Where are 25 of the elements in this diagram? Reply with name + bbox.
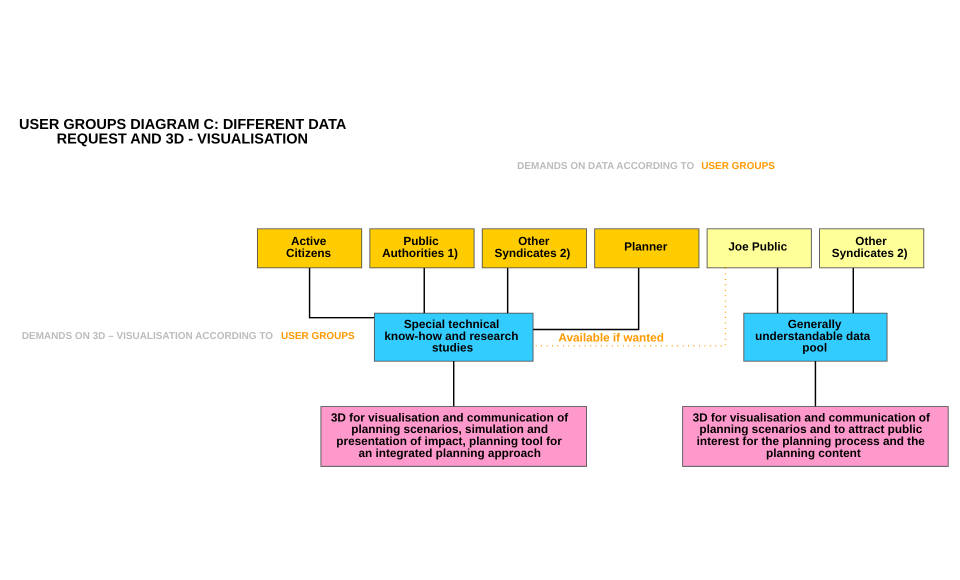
connector xyxy=(814,360,816,406)
label: USER GROUPS xyxy=(701,160,775,172)
connector xyxy=(776,268,778,313)
node-box: Joe Public xyxy=(706,228,812,268)
node-box: Planner xyxy=(594,228,700,268)
connector xyxy=(452,360,454,406)
node-box: Other Syndicates 2) xyxy=(819,228,924,268)
connector xyxy=(533,268,726,346)
connector xyxy=(506,268,508,313)
connector xyxy=(424,268,425,313)
connector xyxy=(852,268,854,313)
diagram-title: USER GROUPS DIAGRAM C: DIFFERENT DATA REQUEST AND 3D - VISUALISATION xyxy=(19,116,346,147)
node-box: Active Citizens xyxy=(256,228,362,268)
node-box: Special technical know-how and research studies xyxy=(374,312,534,362)
connector xyxy=(308,268,374,318)
label: DEMANDS ON DATA ACCORDING TO xyxy=(517,160,694,172)
node-box: Generally understandable data pool xyxy=(743,312,888,362)
node-box: 3D for visualisation and communication of planning scenarios, simulation and presentation of impact, planning tool for an integrated planning approach xyxy=(320,406,587,466)
node-box: 3D for visualisation and communication of planning scenarios and to attract public interest for the planning process and the planning content xyxy=(682,406,949,466)
label: DEMANDS ON 3D – VISUALISATION ACCORDING TO xyxy=(22,330,274,342)
node-box: Other Syndicates 2) xyxy=(482,228,587,268)
node-box: Public Authorities 1) xyxy=(369,228,475,268)
label: USER GROUPS xyxy=(281,330,355,342)
connector xyxy=(533,268,640,330)
edge-label: Available if wanted xyxy=(558,331,664,344)
